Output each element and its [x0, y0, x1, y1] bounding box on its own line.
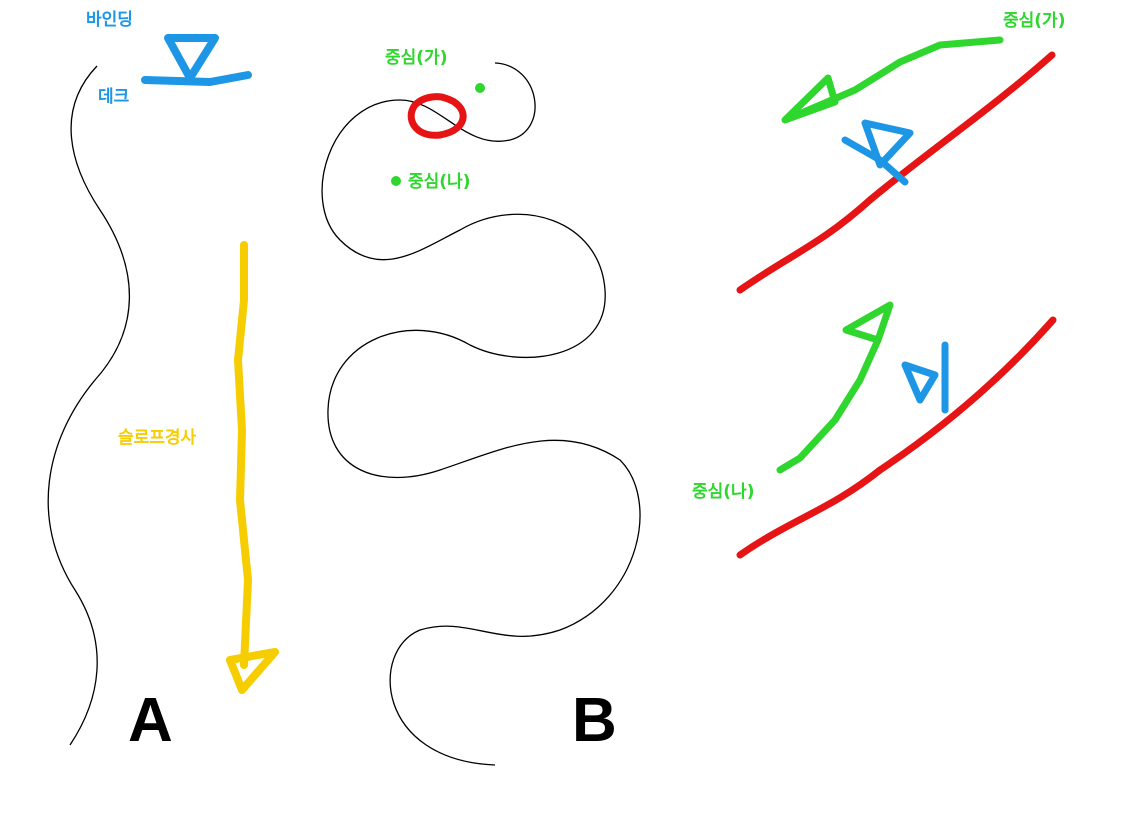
board-icon-bottom: [901, 341, 949, 414]
center-na-dot: [391, 176, 401, 186]
center-na-label-b: 중심(나): [408, 172, 471, 192]
slope-label: 슬로프경사: [118, 428, 197, 448]
edge-line-bottom: [736, 316, 1057, 559]
path-b-curve: [321, 62, 641, 766]
binding-deck-icon: [141, 34, 252, 86]
binding-label: 바인딩: [86, 10, 133, 30]
panel-b-letter: B: [572, 686, 617, 755]
deck-label: 데크: [98, 87, 130, 107]
center-ga-label-b: 중심(가): [385, 48, 448, 68]
center-na-arrow-bottom: [776, 301, 894, 474]
center-ga-label-c: 중심(가): [1003, 11, 1066, 31]
center-ga-arrow-top: [781, 36, 1004, 124]
slope-arrow-icon: [226, 241, 279, 694]
path-a-curve: [47, 65, 131, 746]
board-icon-top: [841, 119, 914, 186]
center-na-label-c: 중심(나): [692, 482, 755, 502]
edge-line-top: [736, 51, 1056, 294]
panel-a-letter: A: [128, 686, 173, 755]
edge-pivot-circle: [407, 93, 467, 139]
center-ga-dot: [475, 83, 485, 93]
